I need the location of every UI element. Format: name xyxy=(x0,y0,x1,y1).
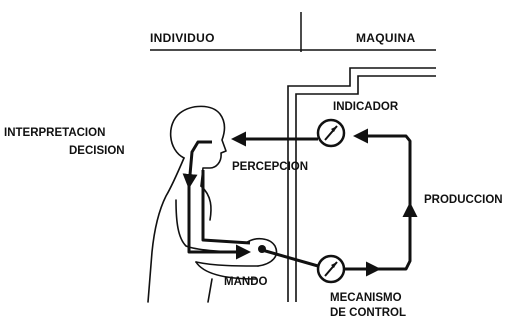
label-interpretacion: INTERPRETACION xyxy=(4,127,105,139)
label-de-control: DE CONTROL xyxy=(330,307,406,319)
label-indicador: INDICADOR xyxy=(333,101,399,113)
indicador-dial-icon xyxy=(316,118,346,148)
lever-knob xyxy=(258,245,266,253)
header-individuo: INDIVIDUO xyxy=(150,31,215,45)
mando-lever xyxy=(261,248,319,268)
label-decision: DECISION xyxy=(69,145,125,157)
production-loop xyxy=(344,128,418,277)
decision-to-hand-arrow xyxy=(187,186,251,260)
label-mando: MANDO xyxy=(224,276,267,288)
human-figure xyxy=(147,105,278,303)
mecanismo-dial-icon xyxy=(316,254,346,284)
production-to-indicator-arrow xyxy=(353,128,412,205)
interpretation-arrow xyxy=(182,140,212,189)
label-mecanismo: MECANISMO xyxy=(330,292,402,304)
production-up-arrow xyxy=(378,202,418,271)
label-produccion: PRODUCCION xyxy=(424,194,503,206)
neural-path xyxy=(182,131,318,260)
label-percepcion: PERCEPCION xyxy=(232,161,308,173)
machine-panel xyxy=(287,67,436,302)
header-maquina: MAQUINA xyxy=(356,31,415,45)
